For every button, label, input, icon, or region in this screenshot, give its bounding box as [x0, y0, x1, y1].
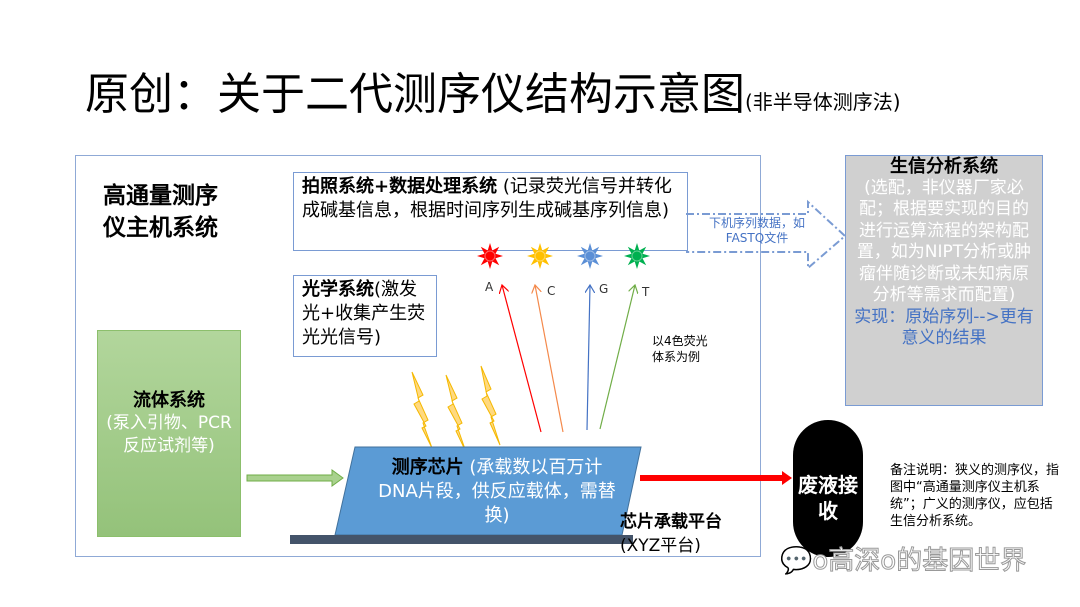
chip-desc: (承载数以百万计DNA片段，供反应载体，需替换) [378, 457, 616, 526]
fluorescence-ray-c [535, 285, 564, 433]
note-text: 备注说明：狭义的测序仪，指图中“高通量测序仪主机系统”；广义的测序仪，应包括生信… [890, 463, 1060, 529]
waste-flow-arrow [640, 475, 782, 481]
lightning-icon [445, 374, 467, 453]
lightning-icon [480, 365, 501, 446]
optical-system-desc: (激发光+收集产生荧光光信号) [302, 279, 426, 348]
base-label-g: G [599, 282, 609, 296]
fluorescence-ray-a [502, 285, 542, 433]
host-system-frame [75, 155, 761, 557]
data-output-label: 下机序列数据，如FASTQ文件 [708, 216, 805, 245]
platform-label: 芯片承载平台 (XYZ平台) [620, 510, 722, 558]
optical-system-name: 光学系统 [302, 279, 374, 300]
lightning-icon [411, 371, 433, 449]
title-sub: (非半导体测序法) [745, 90, 901, 114]
base-label-c: C [547, 284, 556, 298]
base-label-a: A [485, 280, 494, 294]
bioinfo-name: 生信分析系统 [890, 156, 998, 177]
star-center [584, 250, 596, 262]
fluid-flow-arrow [246, 469, 344, 487]
star-center [534, 250, 546, 262]
fluorescence-ray-g [587, 285, 590, 431]
excitation-light-icons [411, 365, 501, 453]
platform-desc: (XYZ平台) [620, 536, 701, 556]
chip-platform [290, 535, 633, 544]
photo-system-desc: (记录荧光信号并转化成碱基信息，根据时间序列生成碱基序列信息) [302, 176, 672, 221]
star-center [631, 250, 643, 262]
fluidics-name: 流体系统 [133, 390, 205, 411]
bioinfo-desc: (选配，非仪器厂家必配；根据要实现的目的进行运算流程的架构配置，如为NIPT分析… [856, 177, 1032, 306]
waste-container: 废液接收 [793, 420, 863, 557]
fluor-example-note: 以4色荧光体系为例 [652, 334, 708, 364]
watermark: 💬o高深o的基因世界 [779, 540, 1027, 577]
watermark-text: o高深o的基因世界 [812, 546, 1027, 577]
wechat-icon: 💬 [779, 546, 813, 577]
bioinfo-result: 实现：原始序列-->更有意义的结果 [854, 306, 1034, 349]
title-main: 原创：关于二代测序仪结构示意图 [85, 69, 745, 120]
page-title: 原创：关于二代测序仪结构示意图(非半导体测序法) [85, 58, 901, 122]
optical-system-box: 光学系统(激发光+收集产生荧光光信号) [293, 275, 437, 357]
chip-name: 测序芯片 [391, 457, 464, 478]
photo-system-box: 拍照系统+数据处理系统 (记录荧光信号并转化成碱基信息，根据时间序列生成碱基序列… [293, 172, 688, 251]
star-center [484, 250, 496, 262]
platform-name: 芯片承载平台 [620, 512, 722, 532]
fluidics-system-box: 流体系统(泵入引物、PCR反应试剂等) [97, 330, 241, 537]
base-label-t: T [642, 285, 650, 299]
photo-system-name: 拍照系统+数据处理系统 [302, 176, 498, 197]
fluorescence-ray-t [599, 285, 635, 430]
host-system-label: 高通量测序仪主机系统 [103, 183, 218, 241]
chip-label: 测序芯片 (承载数以百万计DNA片段，供反应载体，需替换) [372, 456, 622, 528]
fluidics-desc: (泵入引物、PCR反应试剂等) [106, 413, 232, 456]
bioinformatics-box: 生信分析系统 (选配，非仪器厂家必配；根据要实现的目的进行运算流程的架构配置，如… [845, 155, 1043, 406]
